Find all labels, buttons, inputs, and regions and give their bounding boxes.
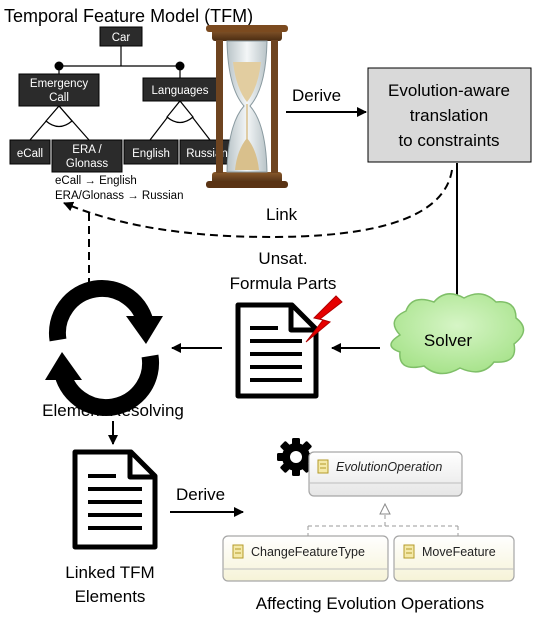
class-icon bbox=[317, 459, 329, 474]
link-label: Link bbox=[266, 205, 298, 224]
derive-label-bottom: Derive bbox=[176, 485, 225, 504]
class-icon bbox=[403, 544, 415, 559]
alternative-group-arc bbox=[166, 100, 194, 124]
mandatory-marker bbox=[175, 61, 185, 71]
feature-car-label: Car bbox=[112, 32, 131, 44]
unsat-label-2: Formula Parts bbox=[230, 274, 337, 293]
feature-car bbox=[99, 26, 143, 47]
gear-icon bbox=[277, 438, 315, 476]
unsat-label-1: Unsat. bbox=[258, 249, 307, 268]
derive-label-top: Derive bbox=[292, 86, 341, 105]
diagram-title: Temporal Feature Model (TFM) bbox=[4, 6, 253, 26]
feature-english bbox=[123, 139, 179, 165]
linked-label-1: Linked TFM bbox=[65, 563, 154, 582]
class-change-feature-type-label: ChangeFeatureType bbox=[251, 545, 365, 559]
lightning-icon bbox=[305, 295, 343, 343]
constraint-1: eCall → English bbox=[55, 175, 137, 187]
feature-emergency-call-label-1: Emergency bbox=[30, 78, 88, 90]
link-arrow bbox=[63, 169, 453, 238]
translation-line-1: Evolution-aware bbox=[388, 81, 510, 100]
class-move-feature-label: MoveFeature bbox=[422, 545, 496, 559]
class-evolution-operation bbox=[308, 451, 463, 497]
solver-cloud bbox=[390, 293, 525, 375]
class-icon bbox=[232, 544, 244, 559]
class-evolution-operation-label: EvolutionOperation bbox=[336, 460, 442, 474]
hourglass-icon bbox=[206, 25, 288, 188]
class-move-feature bbox=[393, 535, 515, 582]
feature-era-glonass-label-1: ERA / bbox=[72, 144, 102, 156]
class-change-feature-type bbox=[222, 535, 389, 582]
mandatory-marker bbox=[54, 61, 64, 71]
feature-model: Car Emergency Call Languages eCall ERA /… bbox=[9, 26, 236, 202]
feature-emergency-call-label-2: Call bbox=[49, 92, 69, 104]
feature-languages-label: Languages bbox=[152, 85, 209, 97]
refresh-icon bbox=[45, 279, 163, 417]
solver-label: Solver bbox=[424, 331, 473, 350]
feature-era-glonass-label-2: Glonass bbox=[66, 158, 108, 170]
element-resolving-label: Element Resolving bbox=[42, 401, 184, 420]
translation-line-3: to constraints bbox=[398, 131, 499, 150]
alternative-group-arc bbox=[45, 105, 73, 128]
linked-document-icon bbox=[72, 449, 158, 550]
linked-label-2: Elements bbox=[75, 587, 146, 606]
feature-english-label: English bbox=[132, 148, 170, 160]
feature-ecall-label: eCall bbox=[17, 148, 43, 160]
unsat-document-icon bbox=[235, 302, 319, 399]
feature-ecall bbox=[9, 139, 51, 165]
feature-emergency-call bbox=[18, 73, 100, 107]
feature-era-glonass bbox=[51, 139, 123, 173]
constraint-2: ERA/Glonass → Russian bbox=[55, 190, 183, 202]
translation-line-2: translation bbox=[410, 106, 488, 125]
inheritance-triangle bbox=[379, 502, 391, 515]
translation-box bbox=[367, 67, 532, 163]
affecting-label: Affecting Evolution Operations bbox=[256, 594, 484, 613]
